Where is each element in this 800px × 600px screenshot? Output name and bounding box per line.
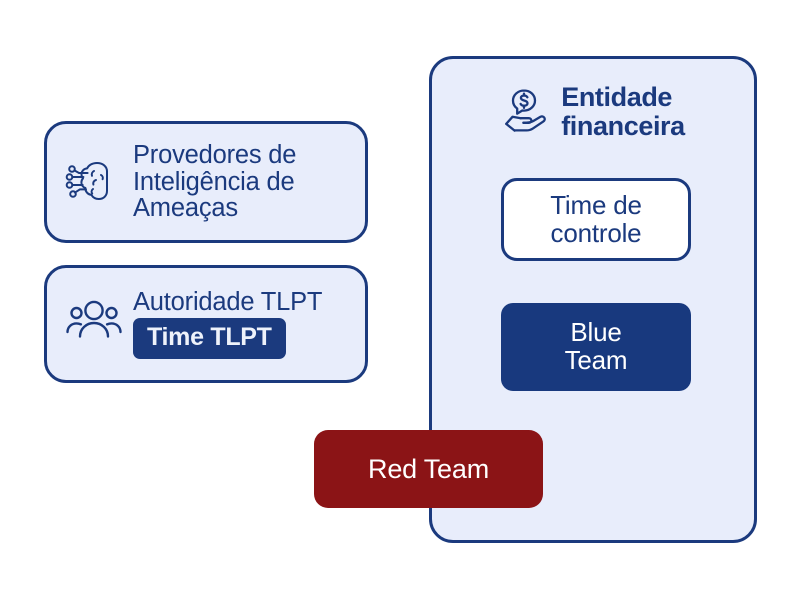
hand-coin-icon — [501, 87, 551, 137]
red-team-label: Red Team — [368, 453, 489, 484]
control-team-box[interactable]: Time de controle — [501, 178, 691, 261]
threat-intelligence-providers-box[interactable]: Provedores de Inteligência de Ameaças — [44, 121, 368, 243]
authority-label: Autoridade TLPT — [133, 287, 323, 316]
tlpt-team-badge[interactable]: Time TLPT — [133, 318, 286, 360]
authority-text-slot: Autoridade TLPT Time TLPT — [133, 287, 365, 360]
providers-label: Provedores de Inteligência de Ameaças — [133, 140, 297, 223]
tlpt-authority-box[interactable]: Autoridade TLPT Time TLPT — [44, 265, 368, 383]
entity-title: Entidade financeira — [561, 82, 685, 141]
red-team-box[interactable]: Red Team — [314, 430, 543, 508]
blue-team-label: Blue Team — [564, 317, 628, 375]
providers-text-slot: Provedores de Inteligência de Ameaças — [133, 140, 365, 223]
entity-header: Entidade financeira — [432, 83, 754, 140]
control-team-label: Time de controle — [550, 189, 642, 248]
people-group-icon — [47, 298, 133, 350]
brain-circuit-icon — [47, 151, 133, 213]
blue-team-box[interactable]: Blue Team — [501, 303, 691, 391]
